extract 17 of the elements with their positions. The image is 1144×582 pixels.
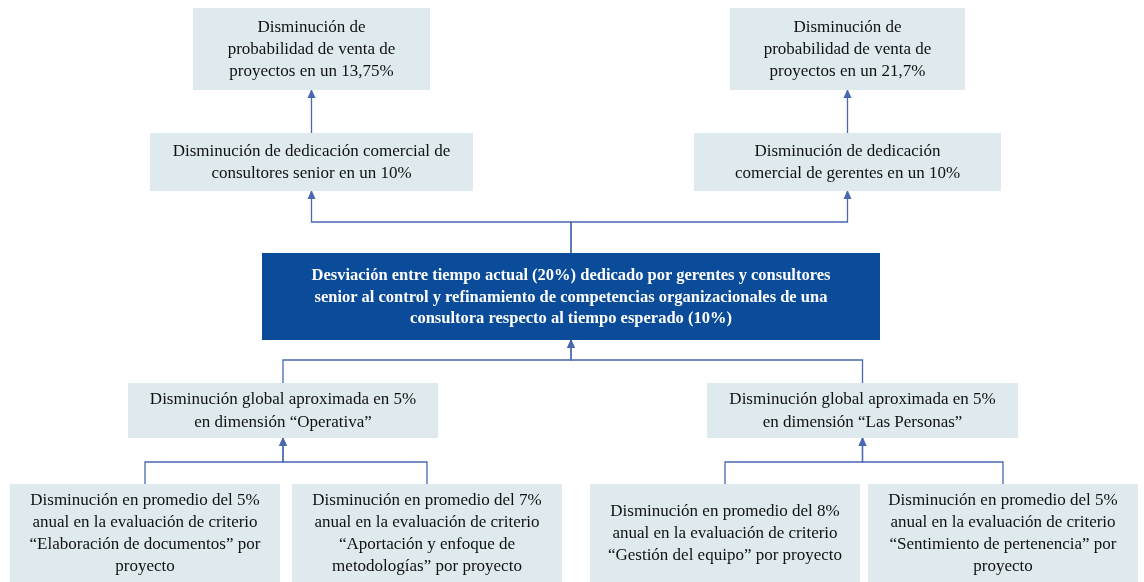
effect-box: Disminución global aproximada en 5% en dimensión “Las Personas” [707, 383, 1018, 438]
effect-box: Disminución en promedio del 8% anual en la evaluación de criterio “Gestión del equipo” por proyecto [590, 484, 860, 582]
arrow [858, 437, 1004, 485]
arrow [570, 190, 852, 254]
central-problem-box: Desviación entre tiempo actual (20%) dedicado por gerentes y consultores senior al control y refinamiento de competencias organizacionales de una consultora respecto al tiempo esperado (10%) [262, 253, 880, 340]
effect-box: Disminución global aproximada en 5% en dimensión “Operativa” [128, 383, 438, 438]
effect-box: Disminución en promedio del 7% anual en la evaluación de criterio “Aportación y enfoque de metodologías” por proyecto [292, 484, 562, 582]
arrow [307, 89, 316, 134]
effect-box: Disminución de dedicación comercial de consultores senior en un 10% [150, 133, 473, 191]
effect-box: Disminución de dedicación comercial de gerentes en un 10% [694, 133, 1001, 191]
effect-box: Disminución de probabilidad de venta de proyectos en un 13,75% [193, 8, 430, 90]
effect-box: Disminución en promedio del 5% anual en la evaluación de criterio “Elaboración de documentos” por proyecto [10, 484, 280, 582]
arrow [279, 437, 428, 485]
effect-box: Disminución de probabilidad de venta de proyectos en un 21,7% [730, 8, 965, 90]
effect-box: Disminución en promedio del 5% anual en la evaluación de criterio “Sentimiento de pertenencia” por proyecto [868, 484, 1138, 582]
arrow [567, 339, 864, 384]
arrow [843, 89, 852, 134]
